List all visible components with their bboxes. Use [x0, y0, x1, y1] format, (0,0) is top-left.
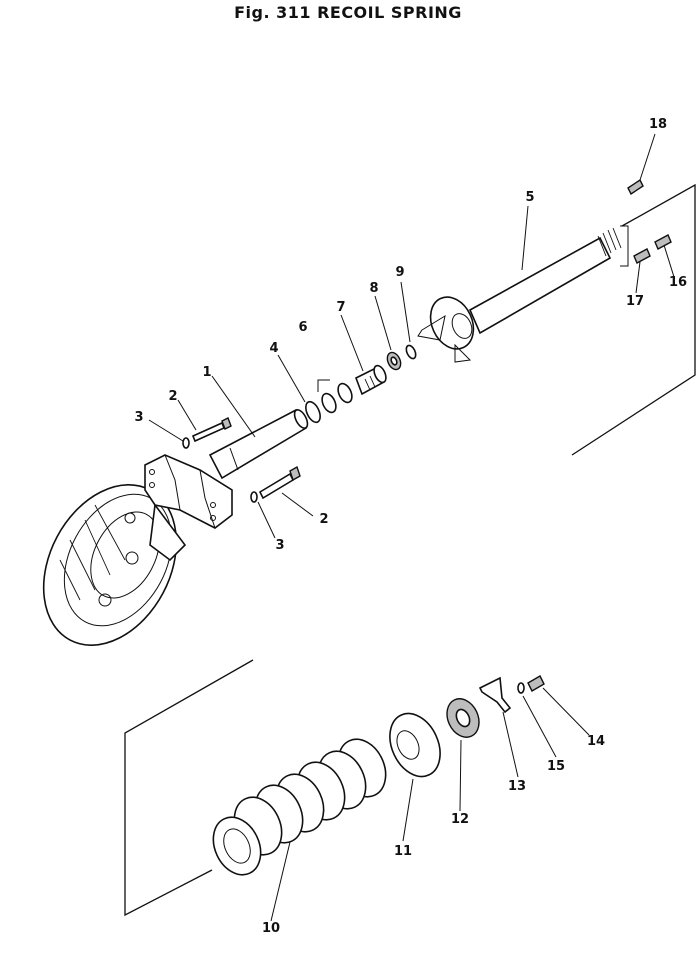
callout-1: 1 — [202, 365, 211, 380]
part-5-housing — [417, 227, 622, 363]
callout-6: 6 — [298, 320, 307, 335]
idler-wheel — [42, 484, 178, 646]
leader-lines — [148, 133, 675, 922]
callout-10: 10 — [262, 921, 280, 936]
part-14-bolt — [527, 675, 545, 692]
callout-11: 11 — [394, 844, 412, 859]
callout-13: 13 — [508, 779, 526, 794]
figure-title: Fig. 311 RECOIL SPRING — [234, 3, 462, 22]
callout-9: 9 — [395, 265, 404, 280]
callout-4: 4 — [269, 341, 278, 356]
part-3-washer-lower — [250, 491, 258, 503]
part-2-bolt-upper — [191, 417, 232, 443]
callout-labels: 1 2 2 3 3 4 5 6 7 8 9 10 11 12 13 14 15 … — [134, 117, 687, 936]
callout-2-upper: 2 — [168, 389, 177, 404]
upper-frame-lines — [571, 183, 696, 456]
callout-17: 17 — [626, 294, 644, 309]
part-8-nut — [386, 351, 402, 371]
yoke-bracket — [144, 454, 233, 562]
part-9-snap-ring — [405, 344, 417, 360]
callout-14: 14 — [587, 734, 605, 749]
part-3-washer-upper — [182, 437, 190, 449]
part-10-recoil-spring — [212, 738, 387, 876]
part-18-grease-fitting — [627, 178, 644, 196]
callout-8: 8 — [369, 281, 378, 296]
part-6-seals — [317, 379, 353, 414]
part-4-ring — [305, 400, 321, 424]
part-12-nut — [446, 698, 480, 738]
part-7-piston — [354, 364, 387, 396]
part-11-spring-seat — [389, 712, 441, 778]
callout-3-upper: 3 — [134, 410, 143, 425]
callout-5: 5 — [525, 190, 534, 205]
lower-frame-lines — [124, 659, 254, 917]
callout-18: 18 — [649, 117, 667, 132]
part-17-plug — [633, 248, 651, 264]
part-2-bolt-lower — [258, 465, 301, 500]
callout-16: 16 — [669, 275, 687, 290]
callout-7: 7 — [336, 300, 345, 315]
callout-15: 15 — [547, 759, 565, 774]
callout-12: 12 — [451, 812, 469, 827]
part-13-lock-plate — [478, 676, 512, 714]
callout-2-lower: 2 — [319, 512, 328, 527]
part-1-cylinder — [208, 408, 309, 480]
part-15-washer — [517, 682, 525, 694]
callout-3-lower: 3 — [275, 538, 284, 553]
part-16-valve — [654, 234, 672, 250]
